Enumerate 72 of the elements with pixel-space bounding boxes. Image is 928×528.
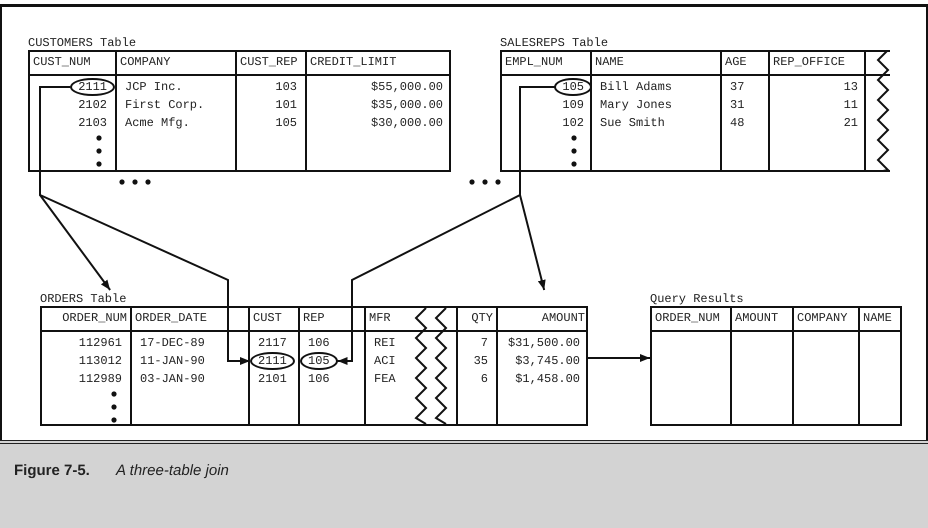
arrow [519,86,554,290]
column-header: CUST [253,311,282,325]
table-cell: $30,000.00 [370,116,443,130]
table-cell: 2103 [78,116,107,130]
table-cell: $31,500.00 [508,336,580,350]
column-header: MFR [369,311,391,325]
table-cell: FEA [374,372,396,386]
table-cell: Sue Smith [600,116,665,130]
table-cell: 35 [474,354,488,368]
table-cell: 113012 [78,354,122,368]
table-cell: 7 [480,336,488,350]
column-header: COMPANY [797,311,848,325]
table-title: SALESREPS Table [500,36,608,50]
column-header: CUST_NUM [33,55,91,69]
circled-value: 105 [300,352,338,370]
column-header: REP_OFFICE [773,55,846,69]
circled-value: 2111 [250,352,295,370]
table-cell: $1,458.00 [515,372,580,386]
arrow [39,86,250,365]
table-cell: 103 [275,80,297,94]
table-cell: $55,000.00 [370,80,443,94]
table-cell: 31 [730,98,744,112]
table-cell: JCP Inc. [125,80,183,94]
table-cell: 112989 [78,372,122,386]
arrow [588,354,650,362]
table-cell: 105 [275,116,297,130]
column-header: ORDER_DATE [135,311,208,325]
table-cell: 106 [308,372,330,386]
table-cell: $35,000.00 [370,98,443,112]
table-cell: $3,745.00 [515,354,580,368]
table-cell: 109 [562,98,584,112]
circled-value: 105 [554,78,592,96]
column-header: REP [303,311,325,325]
table-cell: 6 [480,372,488,386]
table-cell: 21 [844,116,858,130]
table-cell: ACI [374,354,396,368]
table-cell: 2101 [258,372,287,386]
column-header: CUST_REP [240,55,298,69]
table-cell: Acme Mfg. [125,116,190,130]
table-cell: 2117 [258,336,287,350]
column-header: CREDIT_LIMIT [310,55,396,69]
table-cell: 11 [844,98,858,112]
column-header: NAME [863,311,892,325]
table-cell: 112961 [78,336,122,350]
table-cell: Mary Jones [600,98,672,112]
column-header: COMPANY [120,55,170,69]
table-cell: 106 [308,336,330,350]
table-title: Query Results [650,292,744,306]
table-cell: 03-JAN-90 [140,372,205,386]
table-cell: 17-DEC-89 [140,336,205,350]
table-title: ORDERS Table [40,292,126,306]
table-cell: 102 [562,116,584,130]
column-header: AGE [725,55,747,69]
table-cell: First Corp. [125,98,204,112]
table-cell: Bill Adams [600,80,672,94]
table-cell: 37 [730,80,744,94]
column-header: ORDER_NUM [62,311,127,325]
column-header: QTY [471,311,493,325]
circled-value: 2111 [70,78,115,96]
figure-caption: Figure 7-5. A three-table join [14,462,229,479]
table-cell: 11-JAN-90 [140,354,205,368]
table-cell: 2102 [78,98,107,112]
table-title: CUSTOMERS Table [28,36,136,50]
column-header: AMOUNT [542,311,585,325]
table-cell: 48 [730,116,744,130]
column-header: AMOUNT [735,311,778,325]
table-cell: 101 [275,98,297,112]
table-cell: 13 [844,80,858,94]
table-cell: REI [374,336,396,350]
column-header: ORDER_NUM [655,311,720,325]
column-header: NAME [595,55,624,69]
column-header: EMPL_NUM [505,55,563,69]
